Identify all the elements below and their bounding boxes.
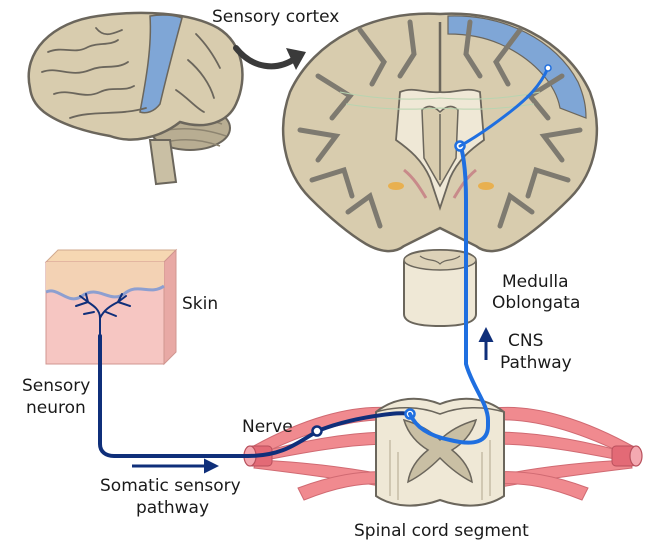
sensory-cortex-highlight	[139, 14, 183, 114]
brain-lateral-view	[27, 11, 244, 186]
brain-coronal-section	[282, 12, 598, 253]
sensory-neuron-label-line2: neuron	[26, 398, 86, 418]
arrow-head-icon	[286, 48, 306, 70]
neuron-cell-body-node	[311, 425, 323, 437]
skin-block	[44, 248, 178, 366]
thalamocortical-line	[458, 66, 550, 148]
nerve-label: Nerve	[242, 417, 293, 437]
skin-label: Skin	[182, 294, 218, 314]
medulla-label-line2: Oblongata	[492, 293, 580, 313]
somatic-label-line1: Somatic sensory	[100, 476, 241, 496]
sensory-neuron-label-line1: Sensory	[22, 376, 90, 396]
spinal-cord-label: Spinal cord segment	[354, 521, 529, 541]
cns-pathway-line	[408, 144, 490, 445]
spinal-cord-segment	[243, 397, 643, 507]
sensory-cortex-label: Sensory cortex	[212, 7, 339, 27]
somatic-label-line2: pathway	[136, 498, 209, 518]
cns-label-line2: Pathway	[500, 353, 572, 373]
cns-label-line1: CNS	[508, 331, 543, 351]
medulla-oblongata-block	[403, 248, 477, 328]
curved-arrow-icon	[233, 45, 299, 70]
medulla-label-line1: Medulla	[502, 272, 569, 292]
